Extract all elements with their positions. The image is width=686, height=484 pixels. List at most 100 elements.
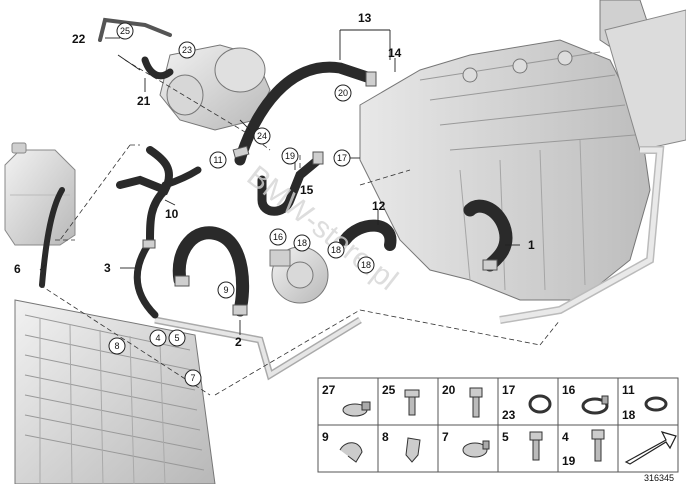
circled-callout-19: 19 [281,147,299,165]
expansion-tank [4,142,76,246]
hose-15 [257,155,323,216]
circled-callout-18-b: 18 [327,241,345,259]
callout-2: 2 [235,335,242,349]
legend-cell-17-23: 17 23 [502,383,552,422]
svg-text:9: 9 [223,285,228,295]
callout-10: 10 [165,207,179,221]
hose-13 [234,61,376,166]
hose-1 [463,199,513,272]
circled-callout-11: 11 [209,151,227,169]
legend-cell-27: 27 [322,383,371,417]
hose-3 [133,241,159,319]
engine-block [359,0,686,301]
water-pump [269,246,329,304]
band-clamp-part-icon [462,440,490,458]
circled-callout-4: 4 [149,329,167,347]
bolt-part-icon [404,389,420,416]
circled-callout-18-a: 18 [293,234,311,252]
legend-cell-8: 8 [382,430,421,463]
svg-text:5: 5 [502,430,509,444]
leader-lines [39,29,520,335]
callout-3: 3 [104,261,111,275]
svg-text:18: 18 [331,245,341,255]
hose-6 [39,187,65,288]
circled-callout-8: 8 [108,337,126,355]
parts-legend: 27 25 20 17 23 16 11 18 9 [317,377,679,473]
svg-text:27: 27 [322,383,336,397]
callout-1: 1 [528,238,535,252]
radiator [14,299,216,484]
svg-text:19: 19 [285,151,295,161]
svg-text:18: 18 [361,260,371,270]
hose-21 [141,56,174,80]
svg-text:7: 7 [190,373,195,383]
bolt-part-icon [469,387,483,418]
hose-clamps [142,71,498,316]
clamp-part-icon [342,401,371,417]
circled-callout-16: 16 [269,228,287,246]
bracket-part-icon [339,442,363,463]
svg-text:18: 18 [622,408,636,422]
svg-text:11: 11 [622,383,635,397]
svg-text:23: 23 [182,45,192,55]
circled-callout-18-c: 18 [357,256,375,274]
hose-12 [339,219,397,251]
svg-text:5: 5 [174,333,179,343]
circled-callout-25: 25 [116,22,134,40]
circled-callout-5: 5 [168,329,186,347]
circled-callout-24: 24 [253,127,271,145]
legend-cell-5: 5 [502,430,543,461]
svg-text:20: 20 [442,383,456,397]
pipe-22 [98,17,172,42]
circled-callout-7: 7 [184,369,202,387]
direction-arrow-icon [624,431,677,465]
callout-14: 14 [388,46,402,60]
clip-part-icon [405,437,421,463]
turbocharger [159,44,271,131]
callout-22: 22 [72,32,86,46]
svg-text:7: 7 [442,430,449,444]
svg-text:18: 18 [297,238,307,248]
svg-text:4: 4 [562,430,569,444]
svg-text:8: 8 [382,430,389,444]
svg-text:16: 16 [562,383,576,397]
callout-6: 6 [14,262,21,276]
svg-text:17: 17 [502,383,516,397]
svg-text:17: 17 [337,153,347,163]
hose-clamp-part-icon [581,395,609,415]
svg-text:23: 23 [502,408,516,422]
spring-clamp-part-icon [644,396,668,412]
callout-numbers: 1 2 3 6 10 12 13 14 15 21 22 [14,11,535,349]
legend-cell-4-19: 4 19 [562,429,605,468]
callout-21: 21 [137,94,151,108]
svg-text:4: 4 [155,333,160,343]
lower-coolant-pipe [154,316,362,381]
document-number: 316345 [644,473,674,483]
hose-10 [116,146,173,244]
circled-callout-23: 23 [178,41,196,59]
callout-12: 12 [372,199,386,213]
legend-cell-16: 16 [562,383,609,415]
circled-callout-20: 20 [334,84,352,102]
svg-text:20: 20 [338,88,348,98]
svg-text:24: 24 [257,131,267,141]
svg-text:8: 8 [114,341,119,351]
o-ring-part-icon [528,394,552,414]
legend-cell-7: 7 [442,430,490,458]
callout-13: 13 [358,11,372,25]
hose-2 [172,226,250,317]
svg-text:25: 25 [382,383,396,397]
svg-text:9: 9 [322,430,329,444]
svg-text:11: 11 [213,155,222,165]
svg-text:16: 16 [273,232,283,242]
heater-pipe [499,146,665,324]
legend-cell-9: 9 [322,430,363,463]
legend-cell-11-18: 11 18 [622,383,668,422]
callout-15: 15 [300,183,314,197]
legend-cell-arrow [624,431,677,465]
legend-cell-25: 25 [382,383,420,416]
circled-callout-9: 9 [217,281,235,299]
hex-bolt-part-icon [591,429,605,462]
legend-cell-20: 20 [442,383,483,418]
